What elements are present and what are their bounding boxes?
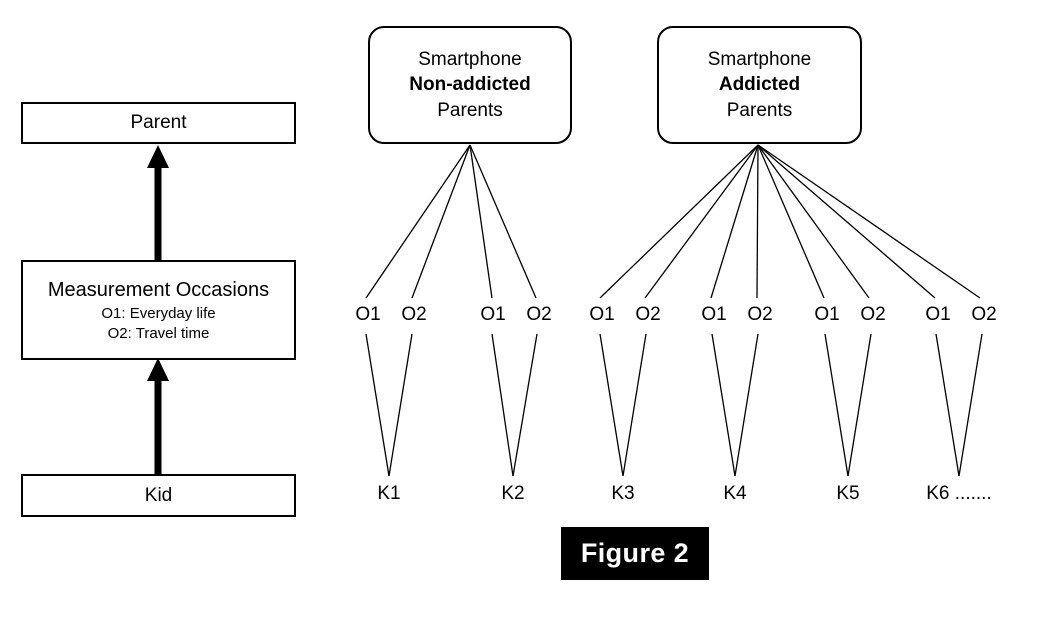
occasion-label-4: O2 [526,304,552,325]
group-addicted-line3: Parents [726,99,793,121]
occasion-label-6: O2 [635,304,661,325]
box-kid: Kid [21,474,296,517]
occasion-label-8: O2 [747,304,773,325]
kid-label-k4: K4 [723,483,747,504]
box-parent: Parent [21,102,296,144]
occasion-label-10: O2 [860,304,886,325]
group-box-addicted: Smartphone Addicted Parents [657,26,862,144]
box-kid-title: Kid [144,484,173,506]
occasion-label-3: O1 [480,304,506,325]
occasion-label-12: O2 [971,304,997,325]
branches-non-addicted [365,144,537,299]
figure-caption: Figure 2 [561,527,709,580]
group-addicted-line2: Addicted [718,74,801,96]
group-box-non-addicted: Smartphone Non-addicted Parents [368,26,572,144]
group-non-addicted-line3: Parents [437,99,503,121]
group-non-addicted-line1: Smartphone [418,49,522,71]
box-measurement-title: Measurement Occasions [47,278,270,301]
arrow-kid-to-measurement [147,358,169,474]
group-addicted-line1: Smartphone [707,49,812,71]
box-parent-title: Parent [130,112,187,133]
edges-occasions-to-kids [365,333,983,477]
occasion-label-2: O2 [401,304,427,325]
occasion-label-11: O1 [925,304,951,325]
kid-label-k2: K2 [501,483,525,504]
arrow-measurement-to-parent [147,145,169,260]
kid-label-k3: K3 [611,483,635,504]
box-measurement-subline-o1: O1: Everyday life [101,304,216,322]
occasion-label-5: O1 [589,304,615,325]
branches-addicted [599,144,981,299]
kid-label-k6: K6 ....... [926,483,992,504]
box-measurement-occasions: Measurement Occasions O1: Everyday life … [21,260,296,360]
occasion-label-7: O1 [701,304,727,325]
group-non-addicted-line2: Non-addicted [409,74,531,96]
box-measurement-subline-o2: O2: Travel time [107,324,210,342]
kid-label-k5: K5 [836,483,860,504]
occasion-label-9: O1 [814,304,840,325]
occasion-label-1: O1 [355,304,381,325]
kid-label-k1: K1 [377,483,401,504]
